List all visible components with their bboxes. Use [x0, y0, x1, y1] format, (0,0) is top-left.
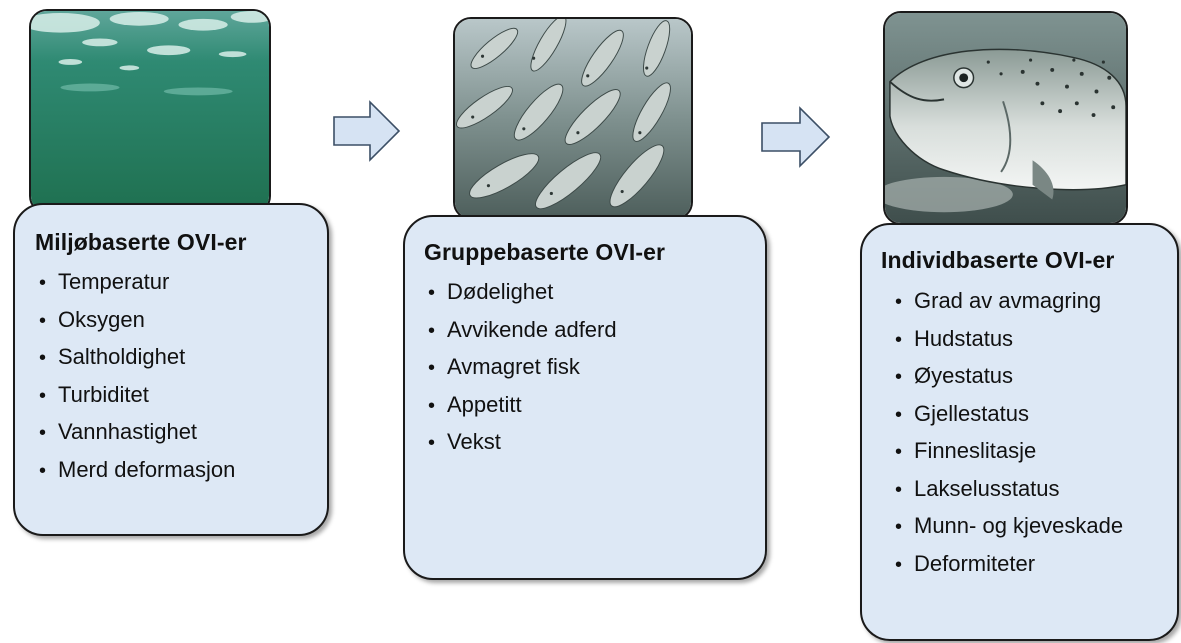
card-title: Miljøbaserte OVI-er	[35, 229, 247, 255]
list-item: •Oksygen	[39, 306, 145, 332]
list-item: •Hudstatus	[895, 325, 1014, 351]
arrow-right-icon	[761, 106, 831, 168]
indicator-list: •Grad av avmagring •Hudstatus •Øyestatus…	[881, 288, 1177, 588]
photo-fish-school	[453, 17, 693, 220]
underwater-surface-icon	[31, 11, 269, 212]
list-item: •Saltholdighet	[39, 344, 186, 369]
arrow-right-icon	[333, 100, 401, 162]
salmon-icon	[885, 13, 1126, 223]
photo-underwater-surface	[29, 9, 271, 214]
card-individual-ovi: Individbaserte OVI-er •Grad av avmagring…	[860, 223, 1179, 641]
list-item: •Lakselusstatus	[895, 475, 1060, 501]
list-item: •Vannhastighet	[39, 419, 198, 444]
fish-school-icon	[455, 19, 691, 218]
list-item: •Øyestatus	[895, 363, 1014, 388]
indicator-list: •Temperatur •Oksygen •Saltholdighet •Tur…	[35, 269, 327, 494]
list-item: •Turbiditet	[39, 381, 149, 407]
list-item: •Avvikende adferd	[428, 316, 617, 342]
list-item: •Munn- og kjeveskade	[895, 513, 1124, 538]
card-environment-ovi: Miljøbaserte OVI-er •Temperatur •Oksygen…	[13, 203, 329, 536]
list-item: •Vekst	[428, 429, 501, 454]
list-item: •Temperatur	[39, 269, 170, 294]
list-item: •Merd deformasjon	[39, 456, 236, 482]
list-item: •Grad av avmagring	[895, 288, 1102, 313]
card-title: Individbaserte OVI-er	[881, 247, 1115, 273]
card-title: Gruppebaserte OVI-er	[424, 239, 666, 265]
list-item: •Gjellestatus	[895, 400, 1029, 426]
list-item: •Avmagret fisk	[428, 354, 580, 379]
list-item: •Dødelighet	[428, 279, 554, 304]
indicator-list: •Dødelighet •Avvikende adferd •Avmagret …	[424, 279, 765, 467]
photo-salmon	[883, 11, 1128, 225]
list-item: •Deformiteter	[895, 550, 1036, 576]
card-group-ovi: Gruppebaserte OVI-er •Dødelighet •Avvike…	[403, 215, 767, 580]
list-item: •Finneslitasje	[895, 438, 1037, 463]
list-item: •Appetitt	[428, 391, 522, 417]
